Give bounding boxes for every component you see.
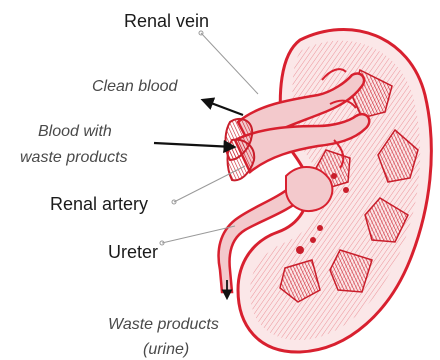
arrow-clean-blood [203,100,243,115]
kidney-cortex [250,41,420,340]
leader-renal-vein [201,33,258,94]
label-blood-with-waste-line2: waste products [20,149,128,166]
label-waste-products-line2: (urine) [143,341,189,358]
label-renal-artery: Renal artery [50,194,148,214]
label-blood-with-waste-line1: Blood with [38,123,112,140]
arrow-blood-with-waste [154,143,234,147]
leader-renal-artery [174,166,245,202]
label-ureter: Ureter [108,242,158,262]
label-waste-products-line1: Waste products [108,316,219,333]
label-renal-vein: Renal vein [124,11,209,31]
label-clean-blood: Clean blood [92,78,179,95]
kidney [219,29,432,352]
